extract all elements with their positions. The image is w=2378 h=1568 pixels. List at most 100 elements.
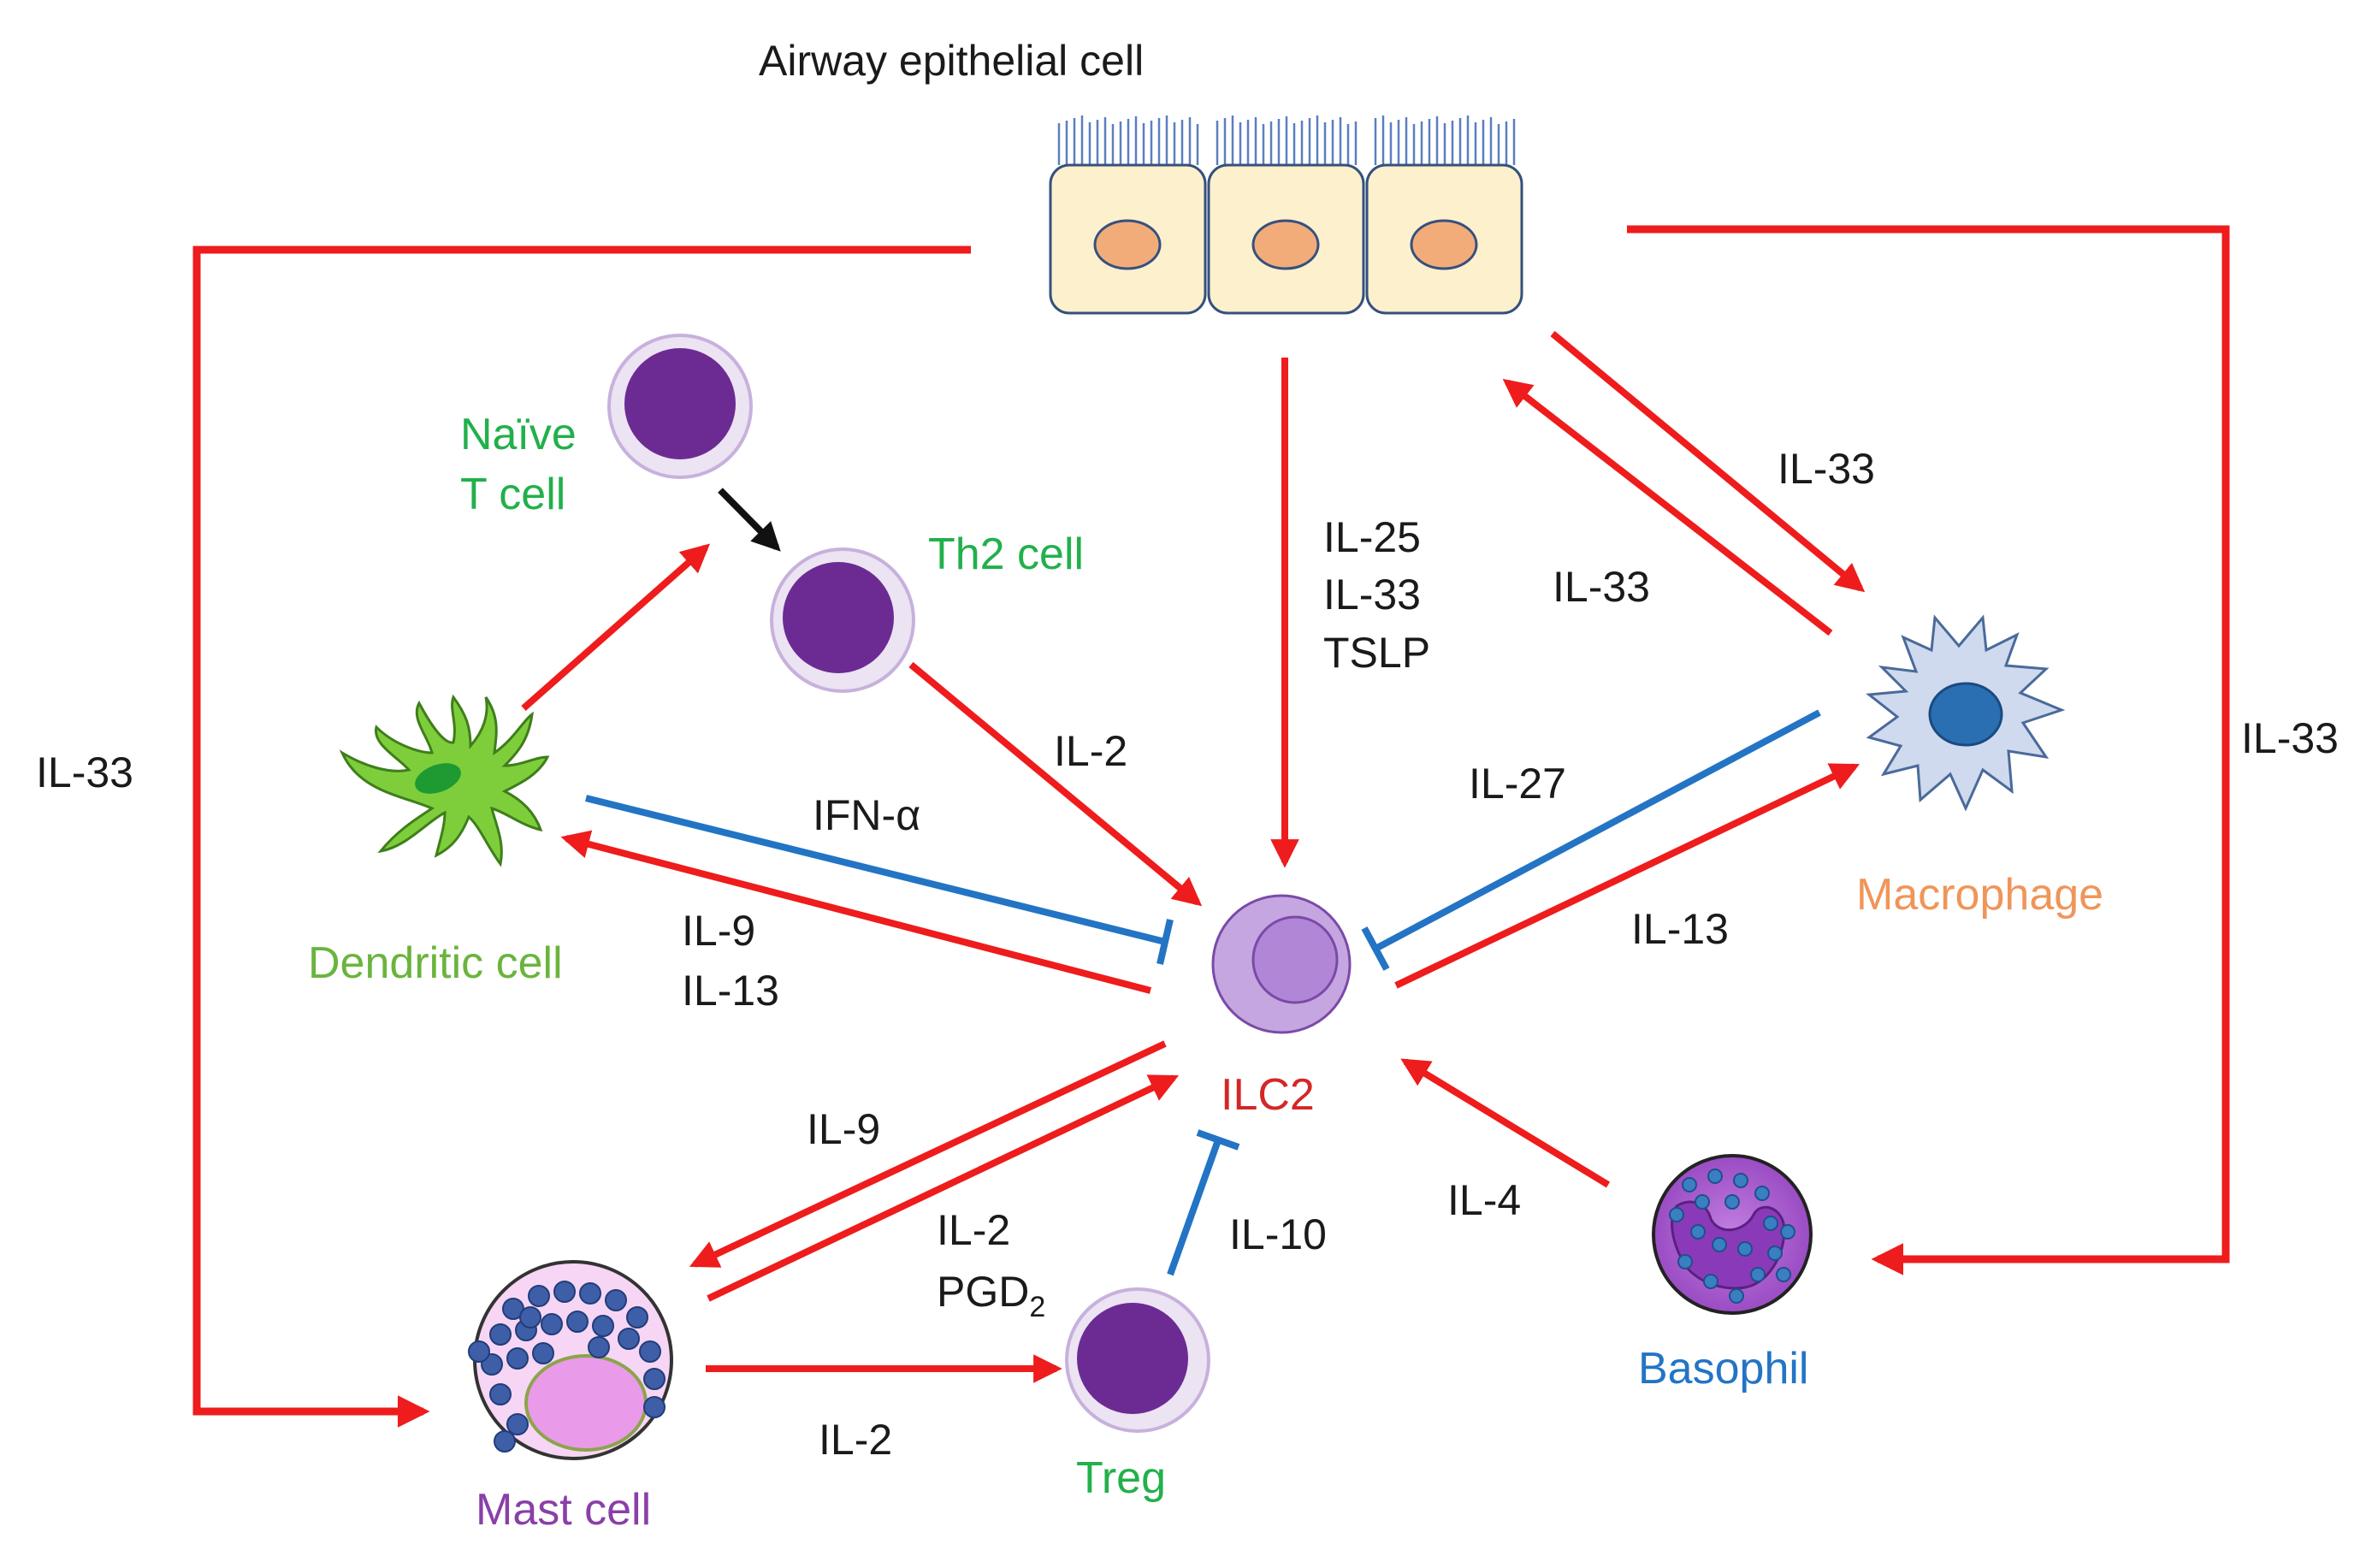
basophil-granule	[1763, 1216, 1778, 1231]
basophil-granule	[1729, 1288, 1744, 1304]
interaction-lines	[192, 225, 2230, 1428]
mast-granule	[566, 1311, 589, 1333]
arrow-ilc2-to-dendritic	[560, 830, 1152, 994]
mast-granule	[592, 1315, 614, 1337]
arrow-mast-cell-to-ilc2	[707, 1074, 1180, 1302]
basophil-granule	[1754, 1186, 1770, 1201]
mast-granule	[506, 1347, 529, 1370]
macrophage-label: Macrophage	[1856, 870, 2103, 920]
basophil-cell	[1652, 1154, 1813, 1315]
basophil-granule	[1690, 1224, 1706, 1240]
mast-granule	[626, 1306, 648, 1328]
naive-t-cell-label-line1: Naïve	[460, 410, 577, 459]
basophil-granule	[1750, 1267, 1766, 1282]
label-il33-right: IL-33	[2241, 714, 2339, 762]
basophil-granule	[1776, 1267, 1791, 1282]
arrow-ilc2-to-macrophage	[1394, 763, 1860, 989]
basophil-granule	[1712, 1237, 1727, 1252]
arrow-epithelium-to-macrophage	[1550, 330, 1866, 593]
mast-granule	[579, 1282, 601, 1305]
label-pgd2-subscript: 2	[1029, 1291, 1045, 1323]
basophil-granule	[1669, 1207, 1684, 1222]
mast-granules	[468, 1281, 665, 1453]
basophil-label: Basophil	[1638, 1344, 1808, 1393]
mast-cell-label: Mast cell	[476, 1485, 651, 1535]
label-il2-th2: IL-2	[1054, 727, 1127, 775]
basophil-granule	[1707, 1169, 1723, 1184]
arrow-basophil-to-ilc2	[1400, 1058, 1611, 1188]
basophil-granule	[1724, 1194, 1740, 1210]
basophil-granule	[1780, 1224, 1795, 1240]
nucleus-2	[1251, 219, 1320, 270]
label-il2-mast: IL-2	[937, 1206, 1010, 1254]
epithelial-cell-3	[1365, 163, 1523, 315]
mast-granule	[468, 1340, 490, 1363]
arrow-dendritic-to-naive-t	[521, 543, 711, 711]
label-pgd2-main: PGD	[937, 1268, 1029, 1316]
mast-granule	[643, 1368, 665, 1390]
ilc2-cell	[1211, 894, 1352, 1034]
arrow-naive-to-th2	[718, 488, 781, 552]
mast-granule	[494, 1430, 516, 1453]
mast-granule	[643, 1396, 665, 1418]
arrow-th2-to-ilc2	[908, 661, 1203, 907]
label-il4: IL-4	[1447, 1176, 1521, 1224]
arrow-macrophage-to-epithelium	[1502, 378, 1833, 636]
label-il13-dc: IL-13	[682, 967, 779, 1015]
arrow-epithelium-to-mast-cell	[192, 246, 971, 1428]
label-il9-mast: IL-9	[807, 1105, 880, 1153]
basophil-granule	[1733, 1173, 1748, 1188]
treg-label: Treg	[1076, 1453, 1166, 1503]
nucleus-3	[1410, 219, 1478, 270]
basophil-granules	[1669, 1169, 1795, 1304]
label-il13-mac: IL-13	[1631, 905, 1729, 953]
mast-granule	[618, 1328, 640, 1350]
label-il10: IL-10	[1229, 1210, 1327, 1258]
naive-t-cell	[607, 334, 753, 479]
epithelial-cilia	[1057, 115, 1516, 165]
label-tslp: TSLP	[1323, 629, 1430, 677]
mast-granule	[605, 1289, 627, 1311]
mast-granule	[553, 1281, 576, 1303]
basophil-granule	[1767, 1246, 1783, 1261]
arrow-epithelium-to-basophil	[1627, 225, 2230, 1275]
basophil-granule	[1695, 1194, 1710, 1210]
label-il9-dc: IL-9	[682, 907, 755, 955]
th2-cell	[770, 547, 915, 693]
arrow-ilc2-to-mast-cell	[689, 1040, 1167, 1268]
inhibit-macrophage-to-ilc2	[1374, 709, 1821, 952]
dendritic-cell-label: Dendritic cell	[308, 938, 563, 988]
mast-cell	[468, 1260, 673, 1460]
label-il33-left: IL-33	[36, 748, 133, 796]
mast-granule	[639, 1340, 661, 1363]
airway-epithelium: Airway epithelial cell	[759, 37, 1523, 315]
mast-granule	[528, 1285, 550, 1307]
inhibit-bar-ifn	[1156, 919, 1174, 965]
label-ifn-alpha: IFN-α	[813, 791, 920, 839]
label-il2-treg: IL-2	[819, 1416, 892, 1464]
label-il25: IL-25	[1323, 513, 1421, 561]
mast-granule	[489, 1383, 512, 1405]
label-pgd2: PGD2	[937, 1268, 1045, 1323]
label-il27: IL-27	[1469, 760, 1566, 808]
mast-granule	[588, 1336, 610, 1358]
epithelium-title: Airway epithelial cell	[759, 37, 1144, 85]
nucleus-1	[1093, 219, 1162, 270]
basophil-granule	[1737, 1241, 1753, 1257]
th2-cell-label: Th2 cell	[928, 530, 1084, 579]
treg-cell	[1065, 1287, 1210, 1433]
basophil-granule	[1703, 1274, 1718, 1289]
basophil-granule	[1677, 1254, 1693, 1269]
mast-granule	[519, 1306, 541, 1328]
epithelial-cell-2	[1207, 163, 1365, 315]
dendritic-cell	[339, 694, 550, 867]
macrophage-cell	[1866, 614, 2066, 812]
ilc2-label: ILC2	[1221, 1070, 1315, 1120]
label-il33-center: IL-33	[1323, 571, 1421, 618]
basophil-granule	[1682, 1177, 1697, 1192]
inhibit-dendritic-to-ilc2	[585, 795, 1166, 945]
mast-granule	[506, 1413, 529, 1435]
inhibit-bar-il10	[1196, 1129, 1240, 1151]
mast-granule	[532, 1342, 554, 1364]
